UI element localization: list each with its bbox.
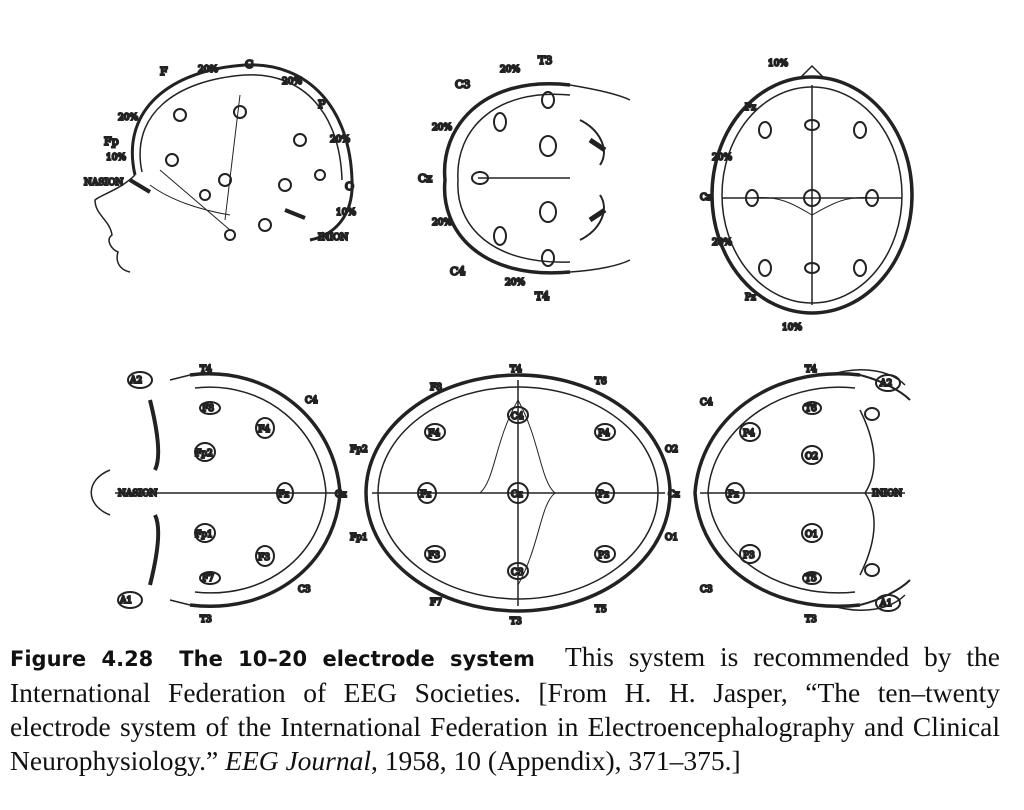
side-view-head bbox=[94, 63, 354, 273]
side-view-labels: F C P O Fp 20% 20% 20% 20% 10% 10% NASIO… bbox=[83, 57, 357, 244]
front-label-t3: T3 bbox=[538, 54, 552, 67]
bl-label-f7: F7 bbox=[202, 574, 214, 584]
bottom-right-labels: C4 C3 T4 T3 A2 A1 Pz O2 O1 P4 P3 T6 T5 C… bbox=[667, 364, 903, 626]
bm-label-f4: F4 bbox=[428, 429, 440, 439]
bl-label-a2: A2 bbox=[129, 376, 142, 386]
bm-label-p3: P3 bbox=[598, 551, 610, 561]
bl-label-f4: F4 bbox=[258, 425, 270, 435]
side-label-fp: Fp bbox=[104, 135, 119, 148]
br-label-t6: T6 bbox=[805, 404, 817, 414]
side-label-p: P bbox=[318, 98, 326, 111]
bottom-middle-labels: F8 F7 T4 T6 T3 T5 Fp2 Fp1 O2 O1 Fz Cz Pz… bbox=[349, 364, 679, 628]
front-label-c3: C3 bbox=[455, 78, 470, 91]
top-pct-2: 20% bbox=[712, 238, 732, 248]
bl-label-cz: Cz bbox=[335, 490, 347, 500]
bl-label-t4: T4 bbox=[200, 365, 212, 375]
top-pct-4: 10% bbox=[782, 323, 802, 333]
br-label-c4: C4 bbox=[700, 398, 713, 408]
bm-label-c4: C4 bbox=[511, 412, 524, 422]
bl-label-f3: F3 bbox=[258, 553, 270, 563]
side-label-inion: INION bbox=[318, 233, 348, 243]
br-label-c3: C3 bbox=[700, 585, 713, 595]
bl-label-t3: T3 bbox=[200, 615, 212, 625]
bl-label-nasion: NASION bbox=[118, 489, 157, 499]
br-label-o2: O2 bbox=[805, 452, 818, 462]
front-pct-1: 20% bbox=[500, 65, 520, 75]
caption-text: This system is recommended by the Intern… bbox=[10, 641, 1001, 776]
figure-title: The 10–20 electrode system bbox=[179, 647, 535, 671]
br-label-a2: A2 bbox=[879, 379, 892, 389]
bm-label-t6: T6 bbox=[595, 377, 607, 387]
front-view-head bbox=[442, 82, 631, 275]
bottom-left-labels: A2 A1 T4 T3 C4 C3 Fz Cz Fp2 Fp1 F4 F3 F8… bbox=[117, 364, 348, 626]
top-pct-1: 20% bbox=[712, 153, 732, 163]
top-view-head bbox=[710, 64, 914, 315]
front-view-labels: C3 C4 T3 T4 Cz 20% 20% 20% 20% bbox=[417, 53, 553, 304]
side-label-nasion: NASION bbox=[84, 178, 123, 188]
bm-label-o1: O1 bbox=[665, 533, 678, 543]
electrode-diagram: F C P O Fp 20% 20% 20% 20% 10% 10% NASIO… bbox=[83, 53, 914, 628]
front-pct-2: 20% bbox=[432, 123, 452, 133]
front-pct-3: 20% bbox=[432, 218, 452, 228]
side-label-o: O bbox=[345, 180, 354, 193]
side-label-c: C bbox=[245, 58, 253, 71]
top-label-pz: Pz bbox=[745, 293, 756, 303]
bl-label-fp1: Fp1 bbox=[195, 530, 213, 540]
bm-label-f8: F8 bbox=[430, 383, 442, 393]
br-label-t4: T4 bbox=[805, 365, 817, 375]
bl-label-a1: A1 bbox=[119, 596, 132, 606]
bl-label-c3: C3 bbox=[298, 585, 311, 595]
bm-label-t5: T5 bbox=[595, 605, 607, 615]
side-pct-4: 20% bbox=[118, 113, 138, 123]
bottom-right-head bbox=[693, 369, 911, 612]
bl-label-c4: C4 bbox=[305, 396, 318, 406]
br-label-p3: P3 bbox=[743, 551, 755, 561]
bm-label-pz: Pz bbox=[598, 490, 609, 500]
bm-label-cz: Cz bbox=[511, 490, 523, 500]
br-label-t3: T3 bbox=[805, 615, 817, 625]
br-label-inion: INION bbox=[872, 489, 902, 499]
side-label-f: F bbox=[160, 65, 168, 78]
side-pct-2: 20% bbox=[282, 77, 302, 87]
electrode-system-figure: F C P O Fp 20% 20% 20% 20% 10% 10% NASIO… bbox=[83, 53, 914, 628]
bl-label-f8: F8 bbox=[202, 404, 214, 414]
bm-label-t4: T4 bbox=[510, 365, 522, 375]
bl-label-fz: Fz bbox=[278, 490, 289, 500]
journal-name: EEG Journal bbox=[225, 745, 372, 776]
bm-label-o2: O2 bbox=[665, 445, 678, 455]
citation-tail: , 1958, 10 (Appendix), 371–375.] bbox=[371, 745, 741, 776]
br-label-cz: Cz bbox=[668, 490, 680, 500]
front-label-cz: Cz bbox=[418, 172, 432, 185]
front-label-t4: T4 bbox=[535, 290, 549, 303]
bm-label-fp2: Fp2 bbox=[350, 445, 368, 455]
front-pct-4: 20% bbox=[505, 278, 525, 288]
br-label-p4: P4 bbox=[743, 429, 755, 439]
bm-label-f3: F3 bbox=[428, 551, 440, 561]
bm-label-t3: T3 bbox=[510, 617, 522, 627]
bm-label-c3: C3 bbox=[511, 568, 524, 578]
br-label-pz: Pz bbox=[728, 490, 739, 500]
front-label-c4: C4 bbox=[450, 265, 465, 278]
bottom-left-head bbox=[90, 371, 342, 609]
br-label-o1: O1 bbox=[805, 530, 818, 540]
bl-label-fp2: Fp2 bbox=[195, 449, 213, 459]
side-pct-1: 20% bbox=[198, 65, 218, 75]
bm-label-p4: P4 bbox=[598, 429, 610, 439]
side-pct-6: 10% bbox=[336, 208, 356, 218]
bm-label-fz: Fz bbox=[420, 490, 431, 500]
bm-label-fp1: Fp1 bbox=[350, 533, 368, 543]
top-label-cz: Cz bbox=[700, 193, 712, 203]
br-label-a1: A1 bbox=[879, 599, 892, 609]
top-view-labels: Fz Pz Cz 20% 20% 10% 10% bbox=[699, 58, 803, 334]
side-pct-3: 20% bbox=[330, 135, 350, 145]
br-label-t5: T5 bbox=[805, 574, 817, 584]
side-pct-5: 10% bbox=[106, 153, 126, 163]
top-label-fz: Fz bbox=[745, 103, 756, 113]
top-pct-3: 10% bbox=[768, 59, 788, 69]
bottom-middle-head bbox=[364, 373, 672, 613]
bm-label-f7: F7 bbox=[430, 598, 442, 608]
figure-number: Figure 4.28 bbox=[10, 647, 154, 671]
